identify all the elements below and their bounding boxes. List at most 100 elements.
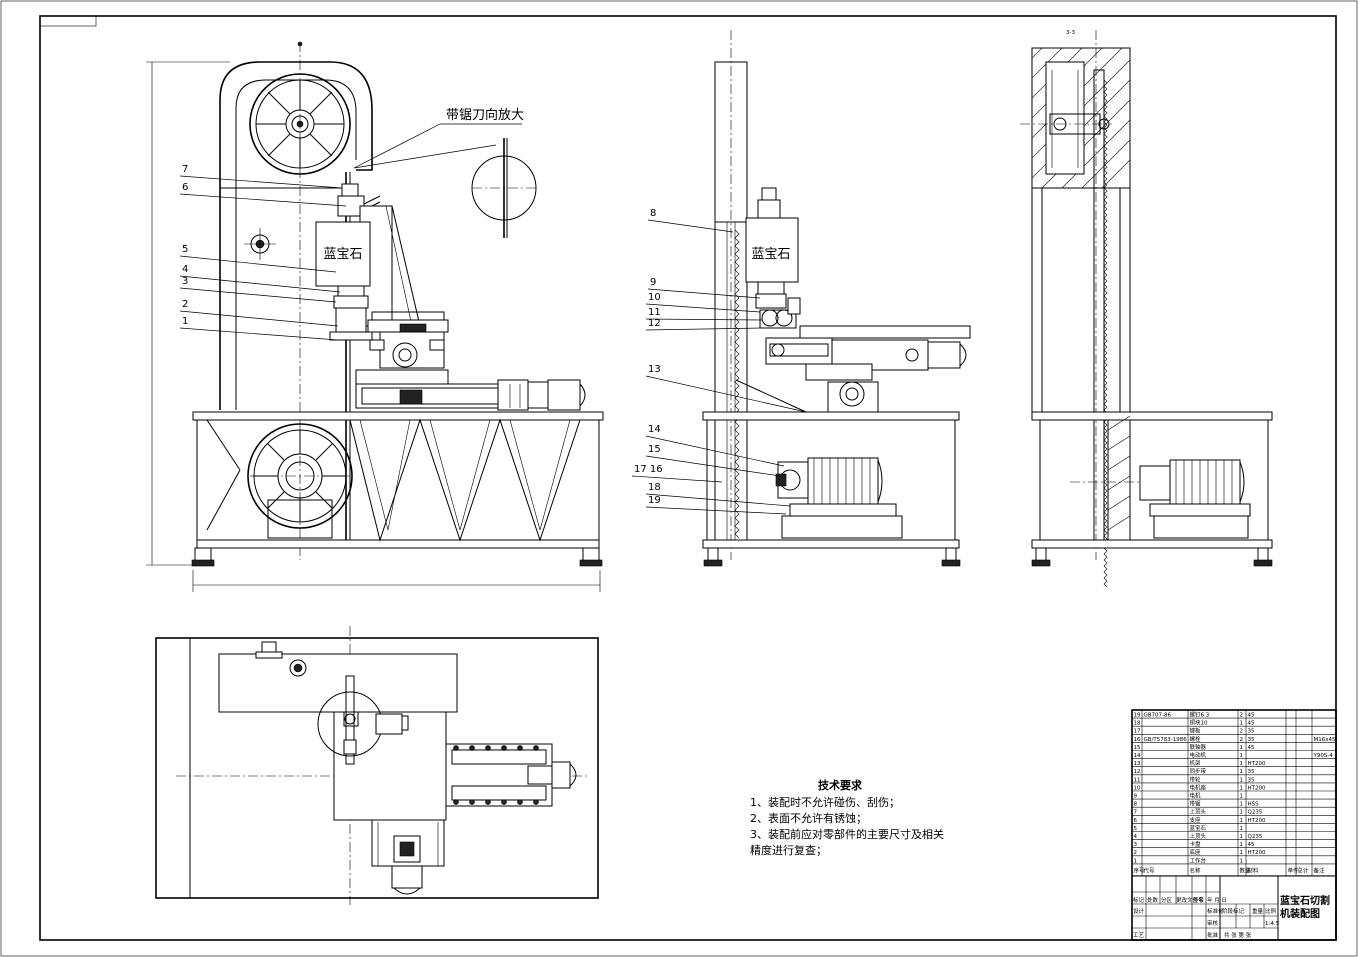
bom-cell-mat: HT200 <box>1248 785 1266 791</box>
bom-cell-mat: 45 <box>1248 721 1255 727</box>
bom-header-name: 名称 <box>1190 866 1202 874</box>
bom-header-code: 代号 <box>1144 866 1156 874</box>
bom-header-unit: 单件 <box>1288 866 1300 874</box>
bom-cell-no: 14 <box>1134 753 1141 759</box>
callout-2: 2 <box>182 299 188 310</box>
callout-15: 15 <box>648 444 661 455</box>
bom-cell-name: 电机 <box>1190 792 1202 800</box>
bom-cell-name: 上顶头 <box>1190 808 1207 816</box>
enlarge-note: 带锯刀向放大 <box>446 107 524 123</box>
section-view: 3-3 <box>1020 30 1273 588</box>
tech-item-2: 2、表面不允许有锈蚀； <box>750 811 867 825</box>
tb-check: 审核 <box>1207 919 1219 927</box>
tb-sheets: 共 张 第 张 <box>1224 931 1252 939</box>
bom-cell-qty: 1 <box>1240 769 1244 775</box>
bom-cell-qty: 1 <box>1240 777 1244 783</box>
bom-cell-qty: 2 <box>1240 729 1244 735</box>
callout-8: 8 <box>650 208 656 219</box>
bom-cell-qty: 1 <box>1240 761 1244 767</box>
tb-design: 设计 <box>1133 907 1145 915</box>
bom-cell-no: 5 <box>1134 826 1138 832</box>
bom-cell-name: 联轴器 <box>1190 743 1207 751</box>
bom-cell-no: 12 <box>1134 769 1141 775</box>
bom-cell-name: 上顶头 <box>1190 832 1207 840</box>
bom-cell-name: 底座 <box>1190 848 1202 856</box>
bom-cell-name: 同步带 <box>1190 768 1207 775</box>
bom-cell-mat: 45 <box>1248 713 1255 719</box>
callout-5: 5 <box>182 244 188 255</box>
bom-cell-qty: 1 <box>1240 745 1244 751</box>
bom-header-mat: 材料 <box>1248 866 1260 874</box>
callout-19: 19 <box>648 495 661 506</box>
bom-cell-mat: 35 <box>1248 769 1255 775</box>
bom-cell-mat: 45 <box>1248 842 1255 848</box>
section-mark: 3-3 <box>1066 30 1075 36</box>
bom-cell-qty: 1 <box>1240 785 1244 791</box>
bom-cell-qty: 1 <box>1240 818 1244 824</box>
bom-cell-mat: 45 <box>1248 745 1255 751</box>
bom-cell-mat: HSS <box>1248 802 1260 808</box>
bom-cell-no: 19 <box>1134 713 1141 719</box>
bom-cell-no: 2 <box>1134 850 1138 856</box>
callout-4: 4 <box>182 264 188 275</box>
bom-cell-no: 8 <box>1134 802 1138 808</box>
title-block: 标记 处数 分区 更改文件号 签名 年 月 日 设计 标准化 审核 工艺 批准 … <box>1132 875 1336 940</box>
bom-cell-no: 10 <box>1134 785 1141 791</box>
bom-cell-note: M16x45 <box>1314 737 1336 743</box>
tech-item-4: 精度进行复查； <box>750 843 827 857</box>
callout-10: 10 <box>648 292 661 303</box>
bom-cell-name: 支座 <box>1190 816 1202 824</box>
tb-mark: 标记 <box>1133 896 1145 904</box>
bom-cell-name: 带轮 <box>1190 775 1202 783</box>
bom-cell-no: 16 <box>1134 737 1141 743</box>
bom-cell-qty: 1 <box>1240 850 1244 856</box>
tech-heading: 技术要求 <box>818 778 863 792</box>
bom-cell-name: 键板 <box>1190 727 1202 735</box>
bom-cell-qty: 1 <box>1240 753 1244 759</box>
bom-cell-mat: HT200 <box>1248 761 1266 767</box>
callout-14: 14 <box>648 424 661 435</box>
bom-header-note: 备注 <box>1314 866 1326 874</box>
bom-cell-mat: 35 <box>1248 737 1255 743</box>
bom-cell-name: 螺钉6.3 <box>1190 711 1210 719</box>
callout-17-16: 17 16 <box>634 464 663 475</box>
tech-requirements: 技术要求 1、装配时不允许碰伤、刮伤； 2、表面不允许有锈蚀； 3、装配前应对零… <box>750 778 944 857</box>
tb-scale-value: 1:4.5 <box>1265 921 1280 927</box>
bom-cell-no: 7 <box>1134 810 1138 816</box>
gemstone-label-front: 蓝宝石 <box>323 247 362 262</box>
bom-cell-name: 带锯 <box>1190 800 1202 808</box>
bom-cell-name: 螺栓 <box>1190 735 1202 743</box>
callout-3: 3 <box>182 276 188 287</box>
bom-cell-code: GB/T5783-1986 <box>1144 737 1188 743</box>
bom-cell-name: 电动机 <box>1190 751 1207 759</box>
top-view <box>155 626 599 905</box>
bom-cell-qty: 1 <box>1240 802 1244 808</box>
bom-cell-name: 电机座 <box>1190 783 1207 791</box>
bom-cell-name: 蓝宝石 <box>1190 824 1207 832</box>
callout-6: 6 <box>182 182 188 193</box>
bom-cell-mat: HT200 <box>1248 818 1266 824</box>
bom-cell-note: Y90S-4 <box>1313 753 1334 759</box>
tb-sign: 签名 <box>1193 896 1204 904</box>
side-view: 蓝宝石 <box>631 30 971 567</box>
tb-process: 工艺 <box>1133 932 1145 939</box>
bom-cell-mat: 35 <box>1248 729 1255 735</box>
bom-cell-no: 9 <box>1134 794 1138 800</box>
bom-cell-qty: 1 <box>1240 834 1244 840</box>
bom-cell-name: 机架 <box>1190 759 1202 767</box>
tech-item-3: 3、装配前应对零部件的主要尺寸及相关 <box>750 827 944 841</box>
tech-item-1: 1、装配时不允许碰伤、刮伤； <box>750 795 900 809</box>
tb-change: 更改文件号 <box>1176 896 1204 904</box>
bom-cell-mat: Q235 <box>1248 834 1263 840</box>
bom-cell-no: 11 <box>1134 777 1141 783</box>
callout-1: 1 <box>182 316 188 327</box>
bom-cell-qty: 2 <box>1240 737 1244 743</box>
bom-cell-no: 3 <box>1134 842 1138 848</box>
tb-standard: 标准化 <box>1207 907 1224 915</box>
front-callouts: 7 6 5 4 3 2 1 <box>179 164 347 341</box>
bom-cell-mat: HT200 <box>1248 850 1266 856</box>
drawing-title-line2: 机装配图 <box>1280 907 1320 920</box>
bom-cell-code: GB707-86 <box>1144 713 1172 719</box>
front-view: 蓝宝石 <box>146 41 604 592</box>
